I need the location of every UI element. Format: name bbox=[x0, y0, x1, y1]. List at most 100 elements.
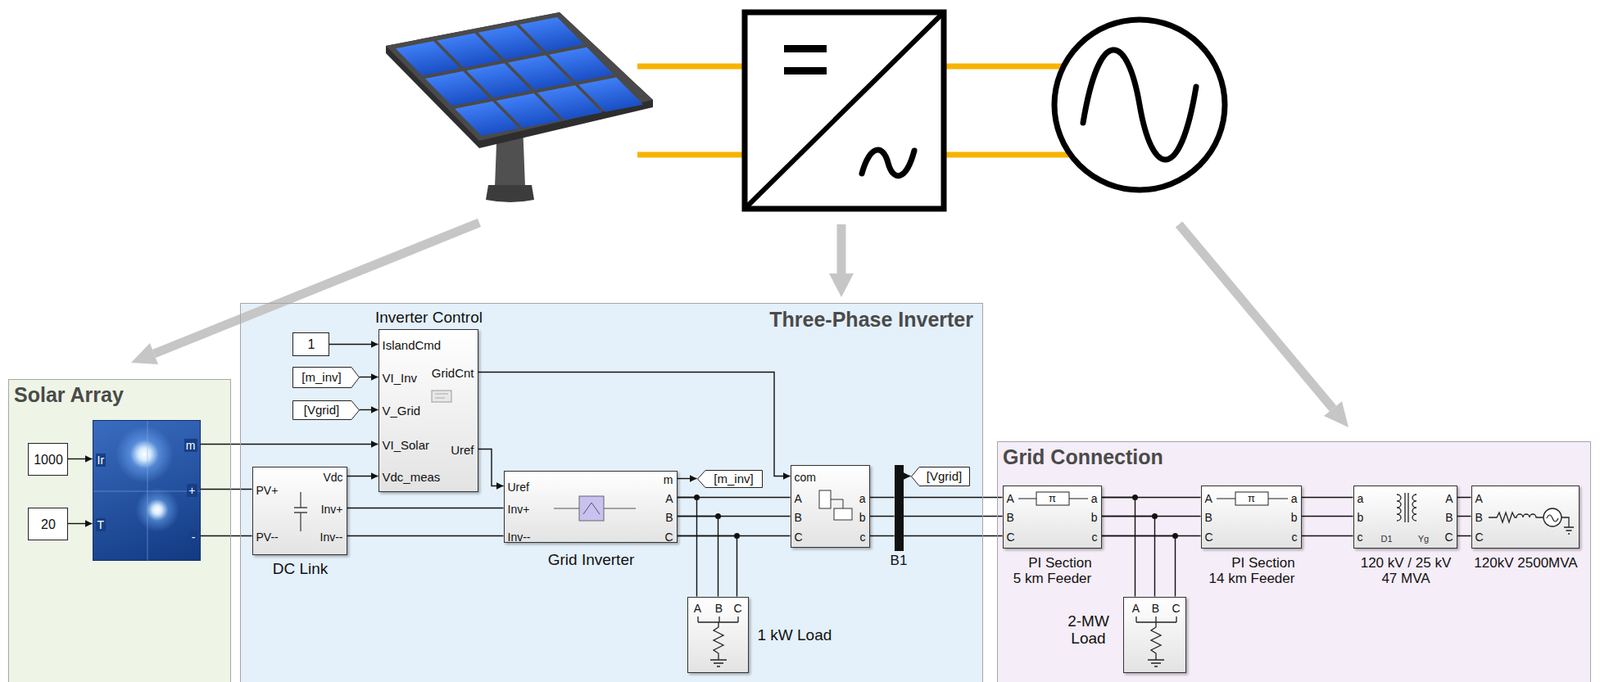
port-label: b bbox=[1091, 510, 1098, 524]
signal-line bbox=[67, 458, 93, 460]
port-label: C bbox=[794, 530, 803, 544]
port-label: B bbox=[1475, 510, 1483, 524]
port-label: B bbox=[1445, 510, 1453, 524]
illustration bbox=[131, 12, 1349, 428]
port-label: Inv+ bbox=[321, 502, 344, 516]
port-label: [m_inv] bbox=[301, 370, 341, 385]
port-label: Uref bbox=[450, 443, 474, 458]
port-label: [m_inv] bbox=[713, 471, 753, 486]
dc-link-block: PV+PV--VdcInv+Inv--DC Link bbox=[252, 466, 348, 556]
panel-region: Three-Phase Inverter Inverter ControlIsl… bbox=[240, 303, 984, 682]
signal-line bbox=[329, 344, 379, 345]
junction-dot bbox=[715, 513, 721, 520]
port-label: c bbox=[860, 530, 866, 544]
panel-title: Three-Phase Inverter bbox=[769, 308, 974, 332]
junction-dot bbox=[693, 494, 700, 501]
port-label: C bbox=[1006, 530, 1016, 544]
port-label: C bbox=[733, 601, 742, 615]
pi-section-block: ABCπabcPI Section 14 km Feeder bbox=[1201, 485, 1302, 549]
source-block: ABC120kV 2500MVA bbox=[1471, 485, 1580, 549]
port-label: b bbox=[1357, 510, 1365, 524]
port-label: Uref bbox=[507, 480, 530, 494]
power-wire bbox=[1457, 498, 1472, 537]
port-label: B bbox=[665, 510, 673, 524]
bus-bar: B1 bbox=[894, 465, 904, 552]
port-label: B bbox=[1205, 510, 1213, 524]
port-label: VI_Inv bbox=[382, 371, 418, 386]
port-label: com bbox=[794, 470, 816, 484]
block-label: 120kV 2500MVA bbox=[1473, 555, 1578, 572]
signal-line bbox=[677, 478, 698, 480]
transformer-symbol bbox=[1354, 486, 1459, 550]
port-label: + bbox=[186, 483, 197, 497]
load-block: ABC1 kW Load bbox=[687, 597, 749, 674]
port-label: Vdc bbox=[322, 470, 343, 484]
junction-dot bbox=[1172, 533, 1179, 540]
port-label: A bbox=[1006, 491, 1015, 505]
block-label: Grid Inverter bbox=[548, 551, 635, 570]
from-tag: [m_inv] bbox=[292, 367, 360, 389]
power-wire bbox=[1101, 498, 1176, 598]
panel-fill bbox=[8, 379, 232, 682]
port-label: C bbox=[1171, 601, 1180, 615]
panel-fill bbox=[240, 303, 984, 682]
source-symbol bbox=[1472, 486, 1581, 550]
constant-block: 20 bbox=[27, 507, 68, 541]
port-label: PV+ bbox=[256, 483, 279, 497]
port-label: C bbox=[1205, 530, 1214, 544]
port-label: GridCnt bbox=[431, 366, 475, 381]
port-label: Inv-- bbox=[320, 530, 344, 544]
block-label: 2-MW Load bbox=[1060, 612, 1118, 649]
port-label: C bbox=[664, 530, 673, 544]
power-wire bbox=[677, 498, 738, 598]
block-label: B1 bbox=[890, 552, 908, 570]
port-label: Inv+ bbox=[507, 502, 531, 516]
port-label: Inv-- bbox=[507, 530, 531, 544]
pi-symbol-label: π bbox=[1048, 492, 1057, 505]
port-label: A bbox=[1132, 601, 1140, 615]
ac-grid-icon bbox=[1054, 19, 1225, 191]
port-label: B bbox=[715, 601, 723, 615]
port-label: B bbox=[1006, 510, 1015, 524]
panel-region: Solar Array100020 IrTm+- bbox=[8, 379, 232, 682]
port-label: C bbox=[1475, 530, 1484, 544]
signal-line bbox=[478, 372, 791, 477]
panel-title: Solar Array bbox=[13, 383, 124, 408]
signal-line bbox=[67, 523, 93, 525]
junction-dot bbox=[1132, 494, 1138, 501]
constant-value: 1 bbox=[308, 337, 316, 353]
block-label: DC Link bbox=[272, 560, 329, 579]
panel-cells bbox=[395, 17, 644, 136]
block-label: 120 kV / 25 kV 47 MVA bbox=[1356, 555, 1455, 588]
constant-value: 20 bbox=[40, 516, 56, 532]
port-label: V_Grid bbox=[382, 403, 422, 418]
panel-base bbox=[485, 185, 535, 203]
block-label: Inverter Control bbox=[375, 308, 483, 327]
port-label: b bbox=[859, 510, 866, 524]
goto-tag: [m_inv] bbox=[697, 470, 763, 489]
goto-tag: [Vgrid] bbox=[911, 466, 970, 487]
transformer-block: abcD1YgABC120 kV / 25 kV 47 MVA bbox=[1353, 485, 1458, 549]
panel-frame bbox=[385, 12, 653, 141]
port-label: Vdc_meas bbox=[382, 470, 441, 485]
port-label: c bbox=[1092, 530, 1098, 544]
panel-edge bbox=[385, 12, 653, 149]
port-label: - bbox=[190, 530, 198, 544]
signal-line bbox=[478, 449, 504, 487]
port-label: IslandCmd bbox=[382, 338, 442, 353]
port-label: B bbox=[1151, 601, 1160, 615]
subsystem-block: Inverter ControlIslandCmdVI_InvV_GridVI_… bbox=[378, 329, 479, 493]
power-wire bbox=[1301, 498, 1354, 537]
constant-value: 1000 bbox=[33, 452, 64, 467]
block-label: PI Section 14 km Feeder bbox=[1205, 555, 1298, 588]
panel-title: Grid Connection bbox=[1002, 445, 1164, 470]
port-label: m bbox=[184, 438, 198, 452]
port-label: a bbox=[1291, 491, 1298, 505]
port-label: A bbox=[1475, 491, 1483, 505]
signal-line bbox=[903, 475, 912, 477]
block-label: 1 kW Load bbox=[757, 626, 833, 645]
junction-dot bbox=[734, 533, 740, 540]
solar-panel-icon bbox=[385, 12, 653, 203]
inverter-icon bbox=[744, 12, 944, 209]
